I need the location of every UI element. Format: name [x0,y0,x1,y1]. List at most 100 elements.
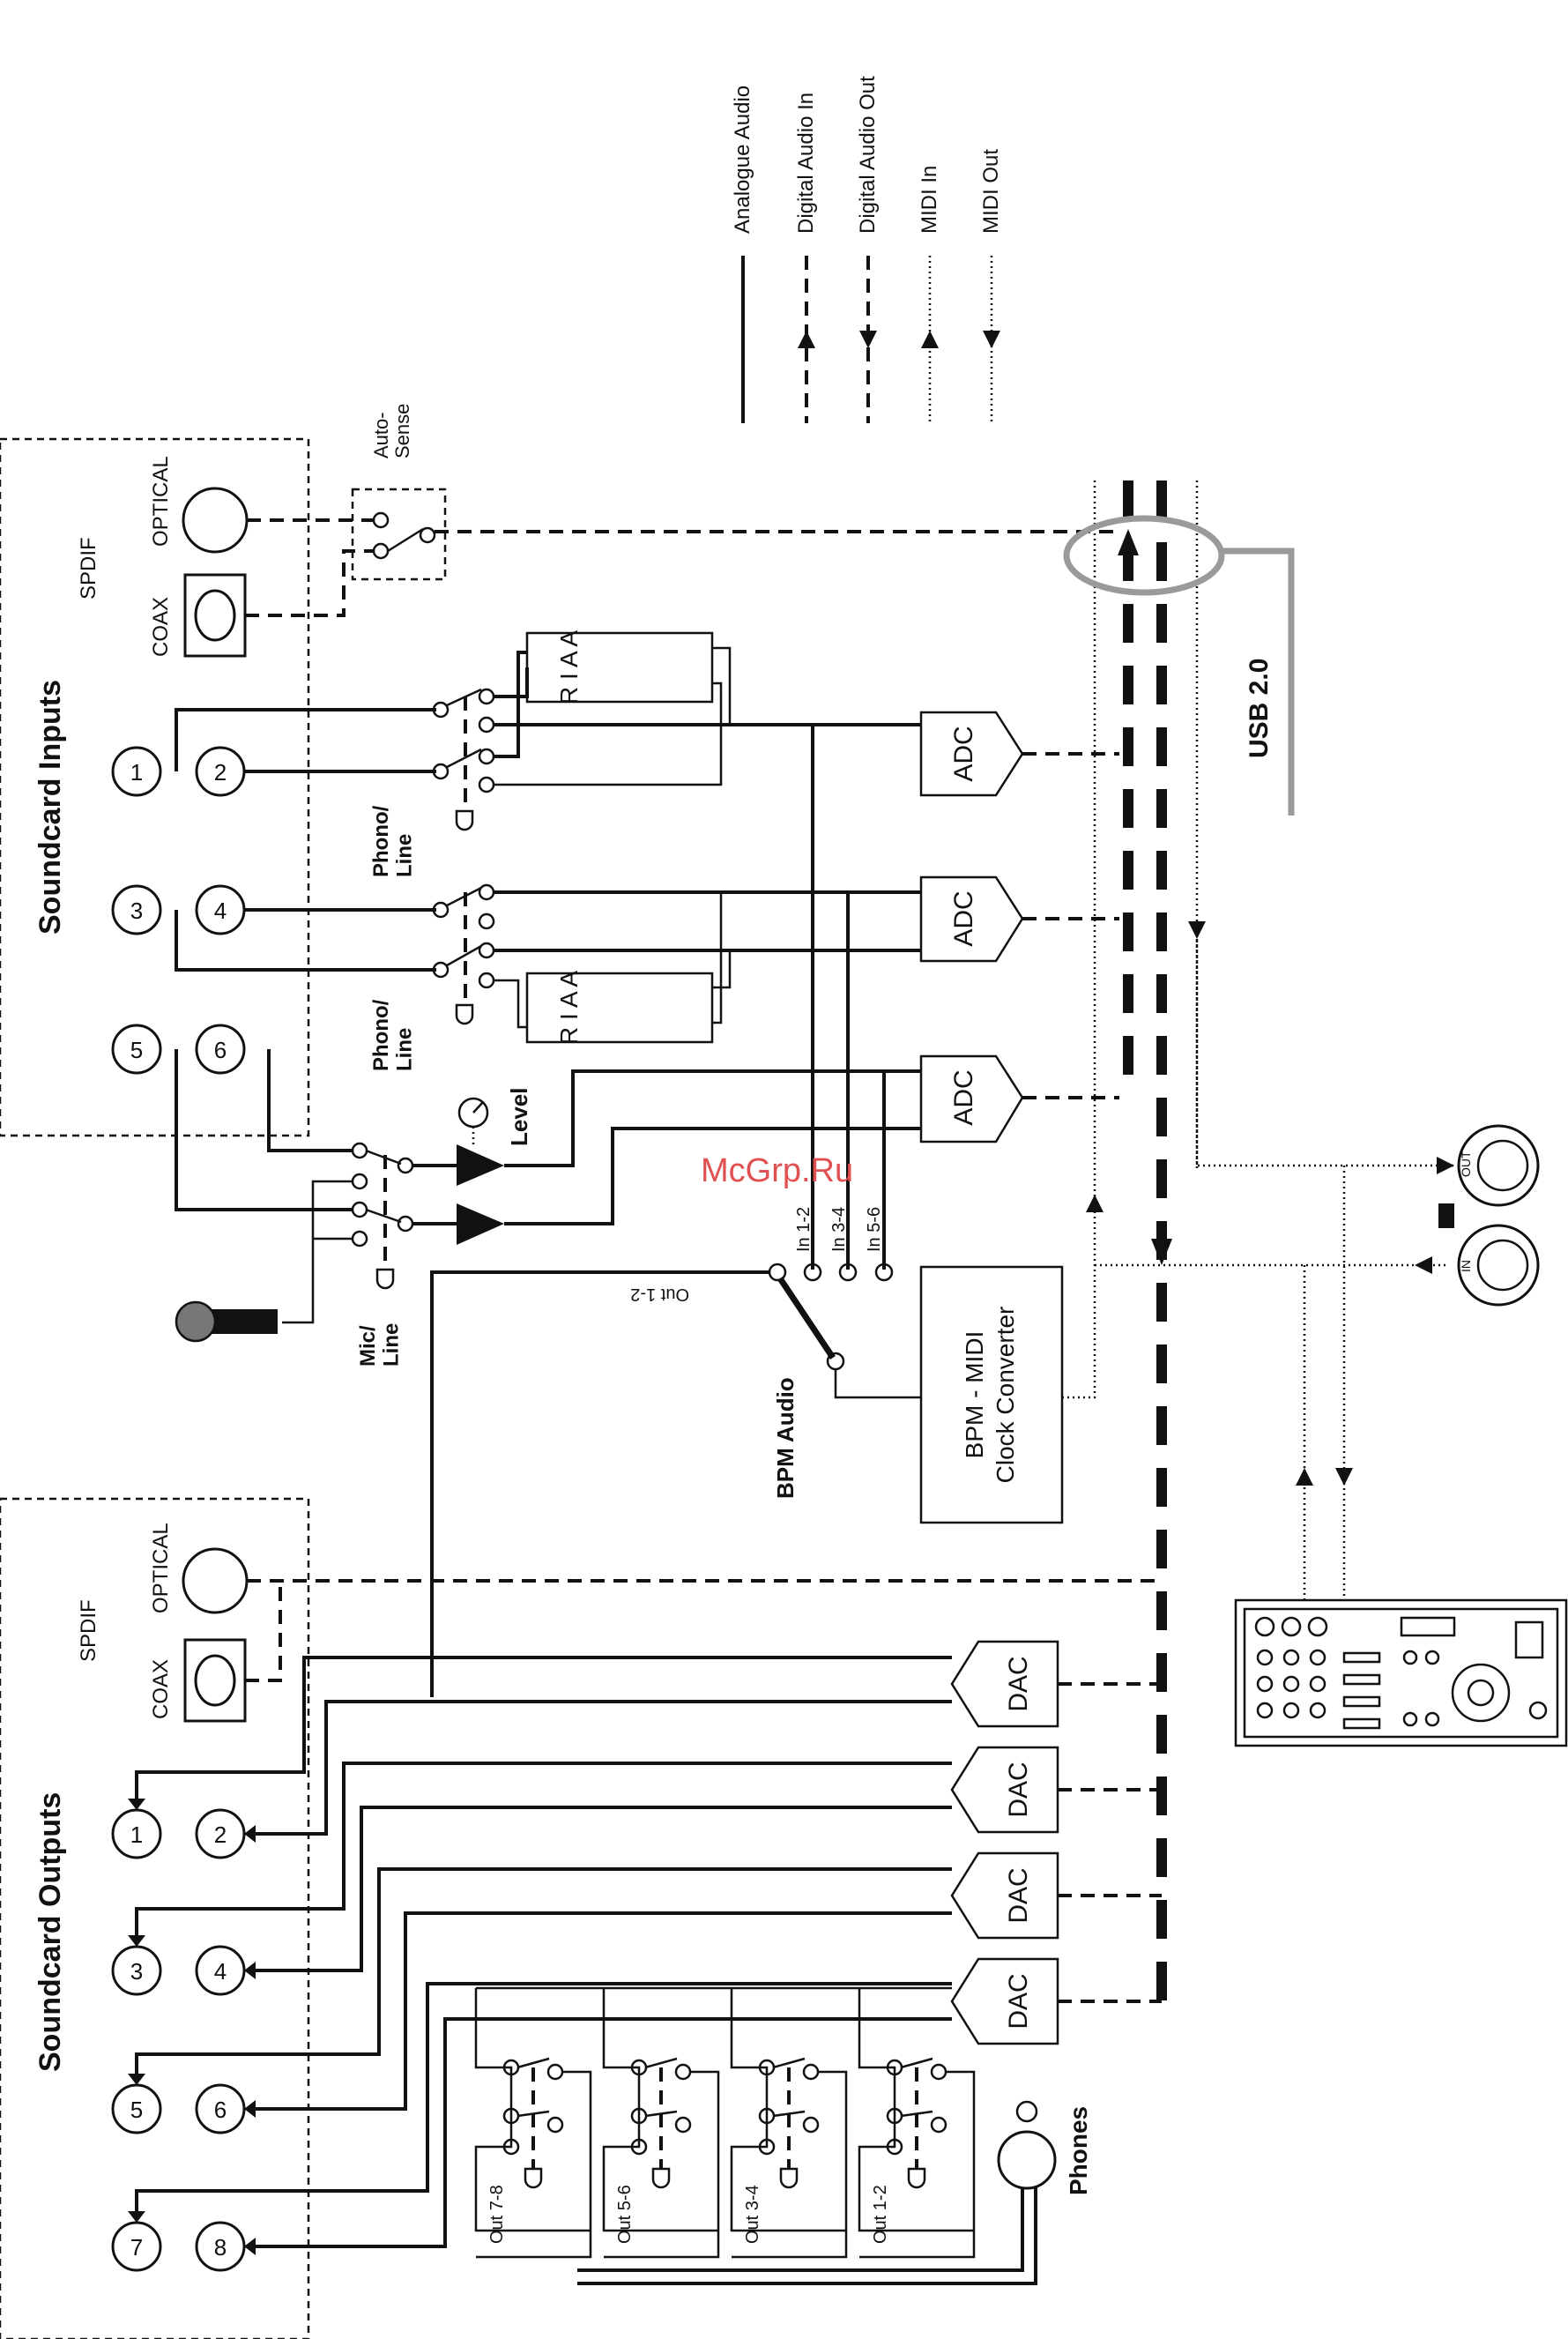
phono-line-switch-handle [455,809,474,831]
phones-selector-out56: Out 5-6 [602,1988,720,2259]
dac3-out-b [251,1911,952,2111]
legend-midi-in-label: MIDI In [918,166,941,234]
phones-selector-label: Out 3-4 [743,2185,762,2244]
legend-down-arrow [859,331,877,348]
legend-digital-out-label: Digital Audio Out [856,76,880,234]
dac-1-label: DAC [1004,1656,1033,1711]
mic-line-label: Mic/Line [356,1323,403,1367]
phones-selector-out34: Out 3-4 [730,1988,848,2259]
midi-led [1438,1203,1454,1228]
phones-wire-b [577,2178,1037,2285]
dac-4-label: DAC [1004,1973,1033,2029]
switch-contact [546,2063,564,2081]
switch-contact [546,2116,564,2134]
switch-contact [372,511,390,529]
selector-wire [604,2070,720,2259]
mic-line-text: Mic/ [356,1325,380,1367]
bpm-midi-converter [919,1265,1064,1524]
input-jack-label: 2 [214,759,227,786]
usb-ellipse [1063,515,1225,596]
dac3-out-a [135,1867,952,2078]
switch-contact [930,2063,947,2081]
phones-label: Phones [1065,2106,1092,2195]
wire-in6 [267,1049,353,1152]
usb-label: USB 2.0 [1245,659,1274,758]
selector-wire [858,1988,974,2232]
switch-contact [478,883,495,901]
switch-blade [387,527,424,553]
adc-3-label: ADC [949,1069,978,1125]
auto-sense-box [351,488,447,581]
dac1-out-a [135,1656,952,1803]
switch-blade [900,2057,933,2069]
switch-contact [397,1215,414,1233]
coax-out-socket [194,1654,236,1707]
bpm-contact [838,1263,858,1282]
wire-in3 [175,910,436,972]
optical-out-jack [182,1547,249,1614]
controller-inner [1243,1607,1559,1739]
switch-contact [478,748,495,765]
out-arrow [128,1799,145,1810]
mic-line-switch-handle [375,1268,395,1290]
switch-contact [351,1173,368,1190]
legend-analogue-label: Analogue Audio [731,86,754,234]
auto-sense-text: Auto- [370,412,392,458]
legend-up-arrow [921,331,939,348]
wire-in5 [175,1049,353,1211]
dac-1 [950,1640,1059,1728]
switch-contact [502,2138,520,2156]
bpm-tap-label: In 3-4 [829,1207,849,1252]
switch-contact [372,542,390,560]
inputs-title: Soundcard Inputs [33,680,67,935]
switch-blade [516,2057,550,2069]
output-jack-label: 8 [214,2234,227,2261]
phones-selector-label: Out 7-8 [487,2185,507,2244]
phones-selector-label: Out 1-2 [871,2185,890,2244]
preamp-triangle-1 [457,1144,504,1186]
riaa-in-wire-3 [494,979,527,1029]
out-arrow [128,2074,145,2085]
adc-blocks: ADC ADC ADC [919,711,1119,1143]
bpm-tap-label: In 1-2 [794,1207,814,1252]
phones-wire-a [577,2178,1024,2272]
label-line: Line [379,1323,403,1367]
switch-contact [674,2116,692,2134]
dac-2 [950,1746,1059,1834]
adc-2-label: ADC [949,890,978,946]
bpm-converter-line2: Clock Converter [992,1307,1019,1484]
switch-contact [478,776,495,793]
outputs-coax-label: COAX [149,1659,173,1719]
input-jack-label: 3 [130,898,143,924]
switch-contact [397,1157,414,1174]
riaa-box-2 [525,972,714,1044]
selector-handle [651,2167,671,2189]
wire-in1 [175,708,436,771]
dac2-out-b [251,1806,952,1972]
outputs-region [0,1497,310,2339]
switch-contact [478,913,495,930]
phono-line-text: Phono/ [369,805,393,877]
phones-selector-out12: Out 1-2 [858,1988,976,2259]
bus-up-arrow [1118,529,1139,555]
switch-contact [630,2138,648,2156]
switch-contact [478,972,495,989]
dac4-out-b [251,2017,952,2248]
preamp-out-1 [504,1069,921,1167]
phones-selectors: Out 7-8 Out 5-6 [474,1986,976,2259]
microphone-icon [175,1300,217,1343]
selector-handle [779,2167,799,2189]
inputs-optical-label: OPTICAL [149,456,173,547]
switch-contact [478,942,495,959]
input-jacks: 1 2 3 4 5 6 [111,746,246,1075]
usb-cable [1222,548,1295,816]
riaa-box-1 [525,631,714,704]
coax-out-wire [245,1581,282,1682]
legend-up-arrow [798,331,815,348]
selector-wire [859,2070,976,2259]
output-jack-label: 6 [214,2097,227,2123]
riaa-in-wire [494,667,529,698]
dac-3-label: DAC [1004,1867,1033,1923]
dac1-out-b [251,1700,952,1836]
output-jack-label: 3 [130,1958,143,1985]
